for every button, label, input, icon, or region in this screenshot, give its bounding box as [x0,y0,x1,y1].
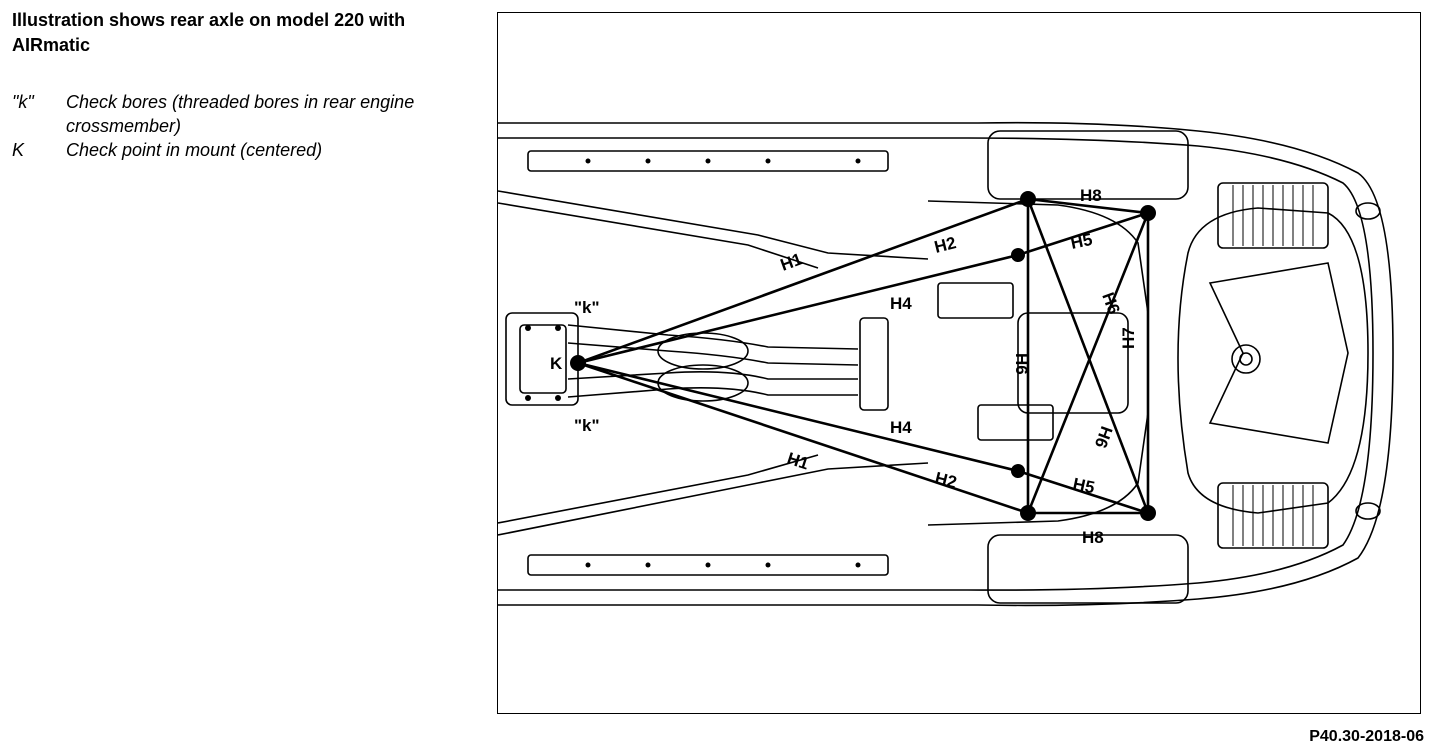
damper-bottom [977,404,1054,441]
legend-key: K [12,140,25,160]
rail-top [527,150,889,172]
label-check-bore-top: "k" [574,298,600,317]
frame-diagonal-bottom-2 [498,454,819,524]
label-check-bore-bottom: "k" [574,416,600,435]
measure-h8-top [1027,197,1149,215]
measure-h5-top [1017,211,1149,257]
legend-key: "k" [12,92,34,112]
frame-diagonal-bottom [498,462,929,536]
muffler-top [1217,182,1329,249]
figure-reference: P40.30-2018-06 [1309,728,1424,745]
label-h8-bottom: H8 [1082,528,1104,547]
exhaust-hanger [859,317,889,411]
tailpipe-bottom [1355,502,1381,520]
check-point-top-left [1020,191,1036,207]
label-h2-bottom: H2 [933,468,959,492]
label-h5-top: H5 [1069,230,1094,253]
engine-crossmember [505,312,579,406]
label-h7: H7 [1119,327,1138,349]
spare-wheel-well-inner [1208,262,1349,444]
engine-crossmember-inner [519,324,567,394]
tailpipe-top [1355,202,1381,220]
measure-k-to-top-bearing-2 [577,253,1019,365]
wheel-bottom [987,534,1189,604]
exhaust-pipe-bottom [567,371,858,380]
check-points [570,191,1156,521]
legend-item-check-point: K Check point in mount (centered) [12,138,482,162]
check-point-top-inner [1011,248,1025,262]
measurement-lines [577,197,1150,515]
measure-h5-bottom [1017,469,1149,515]
exhaust-pipe-bottom-2 [567,387,858,398]
rear-axle-diagram: K "k" "k" H1 H1 H2 H2 H4 H4 H5 H5 H6 H6 … [498,121,1394,607]
measure-k-to-bottom-bearing-2 [577,361,1019,473]
label-h5-bottom: H5 [1071,474,1096,497]
spare-wheel-bolt [1231,344,1261,374]
label-h8-top: H8 [1080,186,1102,205]
diagram-frame: K "k" "k" H1 H1 H2 H2 H4 H4 H5 H5 H6 H6 … [497,12,1421,714]
measure-cross-2 [1026,212,1150,514]
legend-text: Check bores (threaded bores in rear engi… [66,92,415,136]
crossmember-bolts [525,325,561,401]
legend-item-check-bores: "k" Check bores (threaded bores in rear … [12,90,482,138]
check-point-top-right [1140,205,1156,221]
measure-cross-1 [1026,198,1150,514]
measure-k-to-top-bearing [577,197,1029,365]
frame-diagonal-top-2 [498,202,819,269]
label-h4-bottom: H4 [890,418,912,437]
frame-diagonal-top [498,190,929,260]
catalytic-converter-bottom [657,364,749,402]
exhaust-pipe-top-2 [567,342,859,366]
check-point-bottom-right [1140,505,1156,521]
check-point-bottom-left [1020,505,1036,521]
muffler-fins [1232,185,1314,546]
damper-top [937,282,1014,319]
caption-title: Illustration shows rear axle on model 22… [12,10,406,55]
muffler-bottom [1217,482,1329,549]
body-outline-inner [498,137,1374,591]
label-check-point-k: K [550,354,563,373]
spare-wheel-well [1177,207,1369,514]
label-h4-top: H4 [890,294,912,313]
check-point-bottom-inner [1011,464,1025,478]
label-h6-bottom: H6 [1091,424,1116,451]
rail-bottom [527,554,889,576]
label-h6-center: H6 [1012,353,1031,375]
legend-text: Check point in mount (centered) [66,140,323,160]
check-point-k [570,355,586,371]
exhaust-pipe-top [567,324,859,350]
label-h2-top: H2 [932,233,958,257]
body-outline [498,121,1394,607]
wheel-top [987,130,1189,200]
legend: "k" Check bores (threaded bores in rear … [12,90,482,162]
label-h1-top: H1 [778,249,805,274]
differential [1017,312,1129,414]
rail-holes [585,158,861,568]
label-h1-bottom: H1 [785,449,812,474]
measure-k-to-bottom-bearing [577,361,1029,515]
